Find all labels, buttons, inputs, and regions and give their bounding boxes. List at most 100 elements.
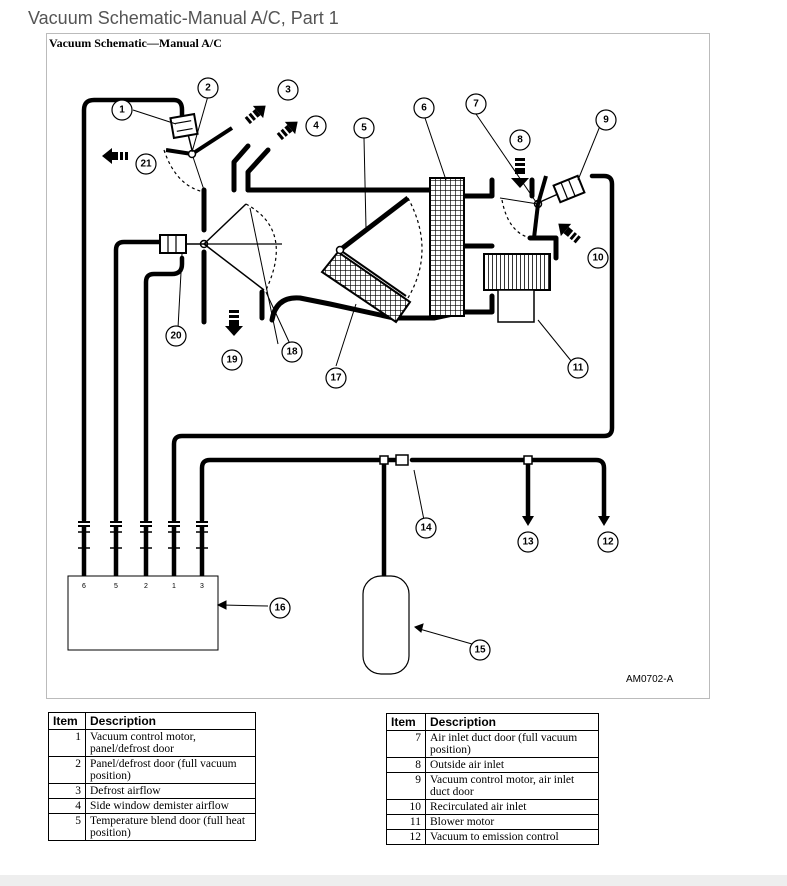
table-row: 3 Defrost airflow — [48, 783, 256, 799]
temperature-blend-door — [335, 196, 423, 299]
item-number: 1 — [48, 729, 86, 757]
item-number: 8 — [386, 757, 426, 773]
pin-label: 5 — [114, 583, 118, 590]
callout-number: 13 — [522, 537, 534, 548]
callout-number: 12 — [602, 537, 614, 548]
arrow-floor-airflow — [225, 310, 243, 336]
item-description: Defrost airflow — [85, 783, 256, 799]
arrow-outside-air — [511, 158, 529, 188]
evaporator-core — [320, 250, 412, 324]
table-row: 12 Vacuum to emission control — [386, 829, 599, 845]
item-number: 5 — [48, 813, 86, 841]
item-description: Panel/defrost door (full vacuum position… — [85, 756, 256, 784]
column-header-item: Item — [48, 712, 86, 730]
item-number: 7 — [386, 730, 426, 758]
item-description: Vacuum control motor, panel/defrost door — [85, 729, 256, 757]
arrow-recirc-air — [558, 223, 581, 244]
line-5 — [113, 239, 165, 523]
airflow-arrows — [102, 105, 581, 336]
figure-code: AM0702-A — [626, 674, 674, 685]
bottom-scroll-strip — [0, 875, 787, 886]
callout-number: 21 — [140, 159, 152, 170]
line-1 — [171, 173, 615, 523]
callout-number: 20 — [170, 331, 182, 342]
table-row: 9 Vacuum control motor, air inlet duct d… — [386, 772, 599, 800]
item-number: 4 — [48, 798, 86, 814]
pin-label: 3 — [200, 583, 204, 590]
callout-number: 2 — [205, 83, 211, 94]
pin-label: 1 — [172, 583, 176, 590]
pin-label: 2 — [144, 583, 148, 590]
callout-number: 10 — [592, 253, 604, 264]
column-header-item: Item — [386, 713, 426, 731]
figure-title: Vacuum Schematic—Manual A/C — [49, 36, 222, 50]
callout-number: 11 — [573, 363, 584, 374]
callout-number: 1 — [119, 105, 125, 116]
callout-number: 5 — [361, 123, 367, 134]
arrow-side-demister — [276, 121, 298, 141]
table-row: 5 Temperature blend door (full heat posi… — [48, 813, 256, 841]
panel-defrost-door — [163, 126, 234, 193]
callout-number: 9 — [603, 115, 609, 126]
line-6 — [81, 97, 185, 523]
blower-motor — [497, 289, 535, 323]
callout-number: 18 — [286, 347, 298, 358]
item-number: 11 — [386, 814, 426, 830]
vacuum-lines — [81, 97, 615, 581]
arrow-13 — [522, 516, 534, 526]
blower-wheel — [483, 253, 551, 291]
callout-number: 14 — [420, 523, 432, 534]
vacuum-motor-panel-defrost — [169, 112, 199, 151]
callout-number: 7 — [473, 99, 479, 110]
item-number: 10 — [386, 799, 426, 815]
item-number: 9 — [386, 772, 426, 800]
mode-door — [199, 203, 282, 291]
line-3 — [199, 457, 399, 523]
item-description: Recirculated air inlet — [425, 799, 599, 815]
connector-pin-labels: 6 5 2 1 3 — [82, 583, 204, 590]
item-description: Blower motor — [425, 814, 599, 830]
item-description: Vacuum to emission control — [425, 829, 599, 845]
vacuum-control-selector — [67, 575, 219, 651]
arrow-defrost-airflow — [244, 105, 266, 125]
arrow-12 — [598, 516, 610, 526]
leader-lines — [132, 95, 601, 645]
connector-fittings — [78, 521, 208, 576]
legend-table-right: Item Description 7 Air inlet duct door (… — [386, 713, 599, 845]
tee-fittings — [379, 454, 533, 466]
callout-number: 4 — [313, 121, 319, 132]
item-description: Outside air inlet — [425, 757, 599, 773]
arrow-panel-airflow — [102, 148, 128, 164]
vacuum-motor-air-inlet — [539, 174, 586, 204]
callout-numbers: 1 2 3 4 5 6 7 8 9 10 11 12 13 14 15 16 1… — [119, 83, 614, 656]
callout-number: 8 — [517, 135, 523, 146]
item-number: 2 — [48, 756, 86, 784]
callout-number: 16 — [274, 603, 286, 614]
callout-circles — [111, 77, 619, 661]
page-title: Vacuum Schematic-Manual A/C, Part 1 — [28, 8, 339, 28]
item-number: 3 — [48, 783, 86, 799]
table-row: 7 Air inlet duct door (full vacuum posit… — [386, 730, 599, 758]
line-emission — [409, 457, 607, 523]
table-row: 1 Vacuum control motor, panel/defrost do… — [48, 729, 256, 757]
vacuum-motor-mode-door — [159, 234, 204, 254]
column-header-description: Description — [85, 712, 256, 730]
callout-number: 17 — [330, 373, 342, 384]
table-row: 10 Recirculated air inlet — [386, 799, 599, 815]
table-row: 4 Side window demister airflow — [48, 798, 256, 814]
table-row: 2 Panel/defrost door (full vacuum positi… — [48, 756, 256, 784]
callout-number: 3 — [285, 85, 291, 96]
callout-number: 15 — [474, 645, 486, 656]
heater-core — [429, 177, 465, 317]
figure-frame — [46, 33, 710, 699]
column-header-description: Description — [425, 713, 599, 731]
table-row: 8 Outside air inlet — [386, 757, 599, 773]
air-inlet-door — [499, 175, 548, 239]
callout-number: 19 — [226, 355, 238, 366]
line-2 — [143, 255, 185, 523]
table-row: 11 Blower motor — [386, 814, 599, 830]
vacuum-reservoir — [362, 575, 410, 675]
item-description: Side window demister airflow — [85, 798, 256, 814]
callout-number: 6 — [421, 103, 427, 114]
